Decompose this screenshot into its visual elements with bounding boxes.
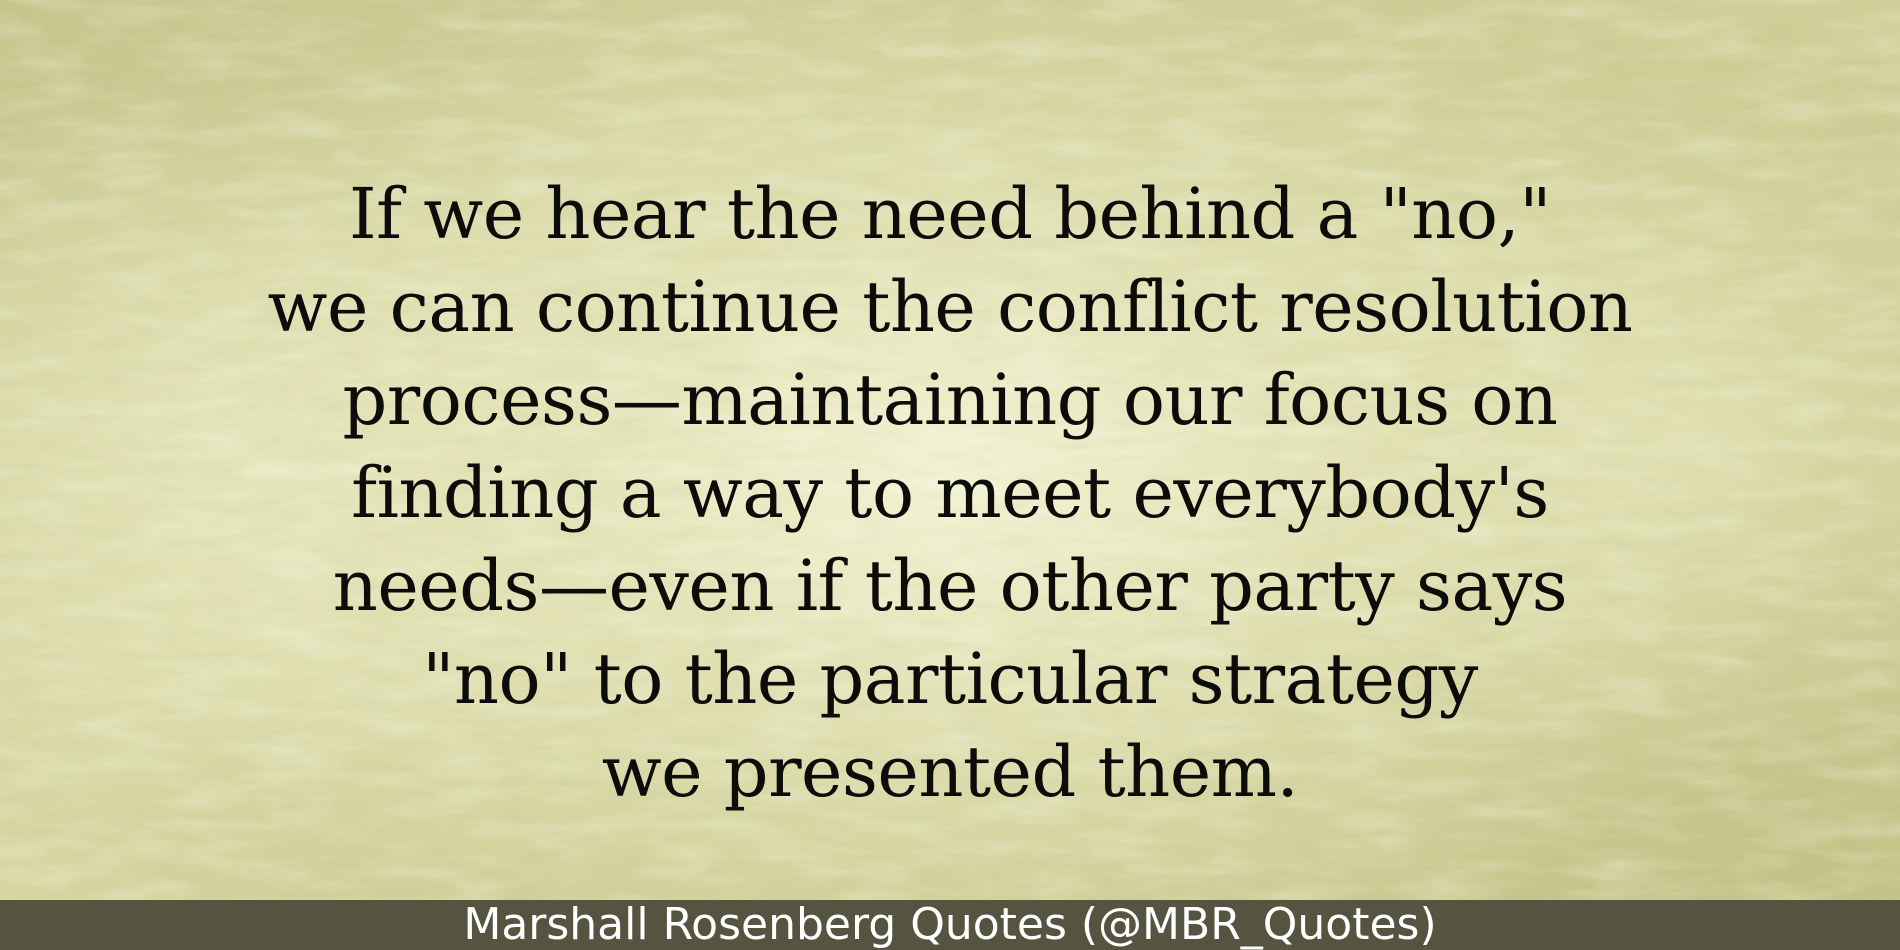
quote-line: we can continue the conflict resolution bbox=[267, 266, 1633, 348]
quote-line: "no" to the particular strategy bbox=[422, 638, 1478, 720]
quote-text: If we hear the need behind a "no," we ca… bbox=[0, 168, 1900, 819]
attribution-bar: Marshall Rosenberg Quotes (@MBR_Quotes) bbox=[0, 900, 1900, 950]
quote-line: finding a way to meet everybody's bbox=[351, 452, 1549, 534]
attribution-text: Marshall Rosenberg Quotes (@MBR_Quotes) bbox=[463, 899, 1437, 950]
quote-line: needs—even if the other party says bbox=[332, 545, 1568, 627]
quote-line: If we hear the need behind a "no," bbox=[349, 173, 1551, 255]
quote-line: we presented them. bbox=[601, 731, 1299, 813]
quote-line: process—maintaining our focus on bbox=[342, 359, 1558, 441]
